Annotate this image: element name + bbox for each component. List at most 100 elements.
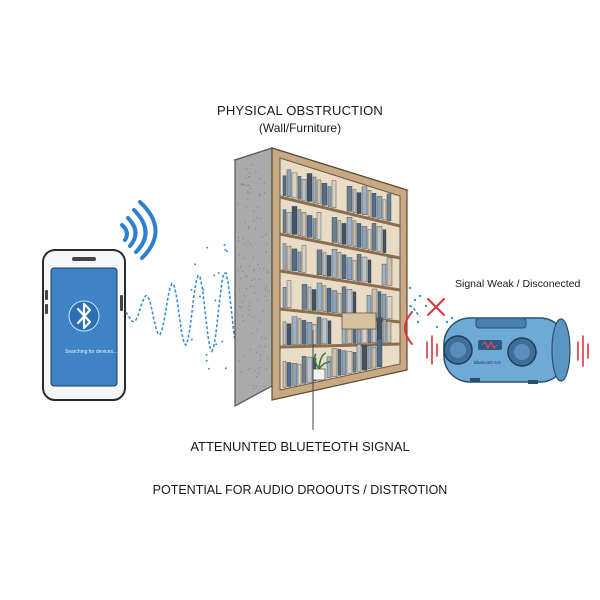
book <box>316 249 323 276</box>
book <box>331 348 338 377</box>
disconnect-icon <box>404 298 445 345</box>
book <box>286 280 292 308</box>
book <box>386 296 393 319</box>
book <box>321 318 328 345</box>
book <box>356 192 362 214</box>
book <box>346 351 353 374</box>
book <box>361 186 368 216</box>
book <box>312 176 317 204</box>
book <box>337 251 342 279</box>
book <box>331 217 338 243</box>
book <box>286 323 292 345</box>
book <box>341 350 347 375</box>
book <box>386 257 393 287</box>
book <box>337 293 342 314</box>
book <box>367 229 372 250</box>
book <box>301 356 307 384</box>
book <box>341 254 347 280</box>
book <box>282 175 287 196</box>
storage-box <box>341 312 377 330</box>
book <box>291 206 298 235</box>
book <box>346 217 353 246</box>
book <box>282 321 287 346</box>
book <box>352 220 357 247</box>
noise-dot <box>190 289 193 291</box>
book <box>301 284 308 310</box>
noise-dot <box>205 359 208 362</box>
book <box>341 223 347 245</box>
signal-arcs-icon <box>120 200 158 260</box>
book <box>386 193 392 222</box>
bluetooth-icon <box>68 300 100 332</box>
noise-dot <box>199 295 201 298</box>
book <box>361 226 368 249</box>
noise-dot <box>194 263 197 266</box>
noise-dot <box>215 343 218 346</box>
weak-signal-dots <box>408 286 454 329</box>
book <box>307 286 312 311</box>
book <box>371 223 377 251</box>
book <box>381 293 387 319</box>
book <box>327 320 332 344</box>
book <box>312 218 317 239</box>
obstruction-title: PHYSICAL OBSTRUCTION <box>216 103 384 118</box>
book <box>291 248 298 272</box>
bluetooth-speaker <box>443 317 571 384</box>
book <box>316 316 322 345</box>
book <box>286 245 292 271</box>
signal-status-label: Signal Weak / Disconected <box>455 278 581 290</box>
book <box>337 220 342 244</box>
noise-dot <box>207 367 210 370</box>
noise-dot <box>223 244 226 247</box>
book <box>301 245 307 273</box>
book <box>322 285 327 312</box>
book <box>367 345 372 370</box>
noise-dot <box>213 274 216 277</box>
book <box>282 209 287 233</box>
book <box>322 252 327 277</box>
noise-dot <box>224 367 227 370</box>
book <box>301 212 307 237</box>
book <box>286 212 292 234</box>
book <box>331 290 338 313</box>
book <box>326 356 332 378</box>
book <box>356 344 362 372</box>
audio-dropouts-label: POTENTIAL FOR AUDIO DROOUTS / DISTROTION <box>152 483 448 497</box>
book <box>352 189 357 213</box>
book <box>371 192 377 218</box>
book <box>361 256 368 283</box>
books <box>282 169 393 388</box>
book <box>326 287 332 313</box>
book <box>341 286 347 314</box>
book <box>291 172 298 199</box>
book <box>376 338 383 368</box>
attenuated-signal-label: ATTENUNTED BLUETEOTH SIGNAL <box>190 439 410 454</box>
book <box>282 243 287 270</box>
obstruction-subtitle: (Wall/Furniture) <box>258 121 342 135</box>
book <box>386 321 392 343</box>
book <box>381 263 387 286</box>
book <box>306 356 313 383</box>
book <box>316 179 322 205</box>
book <box>327 186 332 207</box>
book <box>297 209 302 236</box>
book <box>297 176 302 200</box>
book <box>306 322 313 345</box>
book <box>326 255 332 277</box>
book <box>331 248 338 278</box>
book <box>346 257 353 280</box>
book <box>306 215 313 238</box>
book <box>352 291 357 316</box>
book <box>382 229 387 253</box>
book <box>356 253 362 282</box>
book <box>297 318 302 345</box>
noise-dot <box>206 246 209 249</box>
noise-dot <box>205 353 208 356</box>
book <box>282 361 287 388</box>
book <box>282 287 287 308</box>
book <box>346 185 353 212</box>
noise-dot <box>202 288 205 291</box>
book <box>371 346 377 369</box>
book <box>352 352 357 373</box>
